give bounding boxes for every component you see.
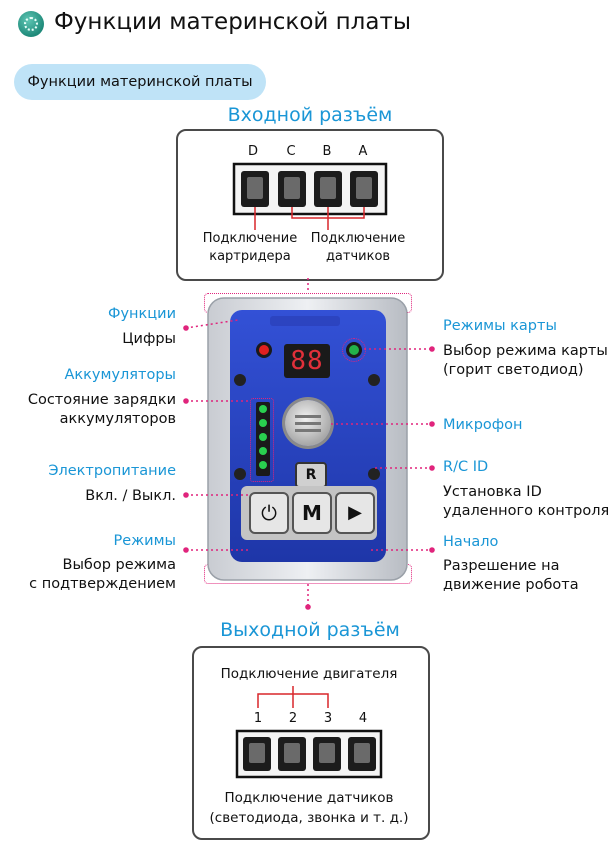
- pin-label: B: [322, 144, 332, 159]
- microphone-grille: [295, 415, 321, 418]
- callout-map-modes-title: Режимы карты: [443, 318, 557, 334]
- motor-connection-label: Подключение двигателя: [220, 666, 398, 682]
- output-connector-graphic: [235, 729, 383, 779]
- callout-power-desc: Вкл. / Выкл.: [85, 488, 176, 504]
- battery-led-icon: [259, 447, 267, 455]
- motor-bracket: [257, 686, 329, 708]
- mode-button[interactable]: M: [292, 492, 332, 534]
- digit-display: 88: [284, 344, 330, 378]
- callout-rcid-title: R/C ID: [443, 459, 489, 475]
- play-icon: ▶: [348, 502, 362, 523]
- pin-label: C: [286, 144, 296, 159]
- callout-functions-title: Функции: [107, 306, 176, 322]
- sensor-output-label: Подключение датчиков(светодиода, звонка …: [209, 790, 409, 826]
- start-button[interactable]: ▶: [335, 492, 375, 534]
- map-led-marker: [342, 338, 366, 362]
- callout-functions-desc: Цифры: [122, 331, 176, 347]
- power-icon: ⏻: [261, 501, 277, 525]
- callout-power-title: Электропитание: [48, 463, 176, 479]
- input-connector-graphic: [232, 162, 388, 230]
- pin-label: A: [358, 144, 368, 159]
- pin-label: 2: [288, 711, 298, 726]
- power-button[interactable]: ⏻: [249, 492, 289, 534]
- section-pill: Функции материнской платы: [14, 64, 266, 100]
- callout-microphone-title: Микрофон: [443, 417, 523, 433]
- pin-label: 4: [358, 711, 368, 726]
- battery-led-icon: [259, 405, 267, 413]
- battery-led-icon: [259, 461, 267, 469]
- input-connector-title: Входной разъём: [227, 104, 393, 126]
- battery-led-icon: [259, 419, 267, 427]
- microphone-grille: [295, 429, 321, 432]
- battery-marker: [250, 398, 274, 482]
- output-connector-title: Выходной разъём: [220, 619, 400, 641]
- microphone-grille: [295, 422, 321, 425]
- pin-label: D: [247, 144, 258, 159]
- callout-start-title: Начало: [443, 534, 499, 550]
- battery-led-icon: [259, 433, 267, 441]
- callout-map-modes-desc: Выбор режима карты(горит светодиод): [443, 343, 608, 378]
- red-led-icon: [259, 345, 269, 355]
- callout-battery-title: Аккумуляторы: [64, 367, 177, 383]
- pin-label: 1: [253, 711, 263, 726]
- page-title: Функции материнской платы: [54, 9, 412, 35]
- callout-modes-title: Режимы: [113, 533, 176, 549]
- chip-icon: [18, 11, 44, 37]
- pin-label: 3: [323, 711, 333, 726]
